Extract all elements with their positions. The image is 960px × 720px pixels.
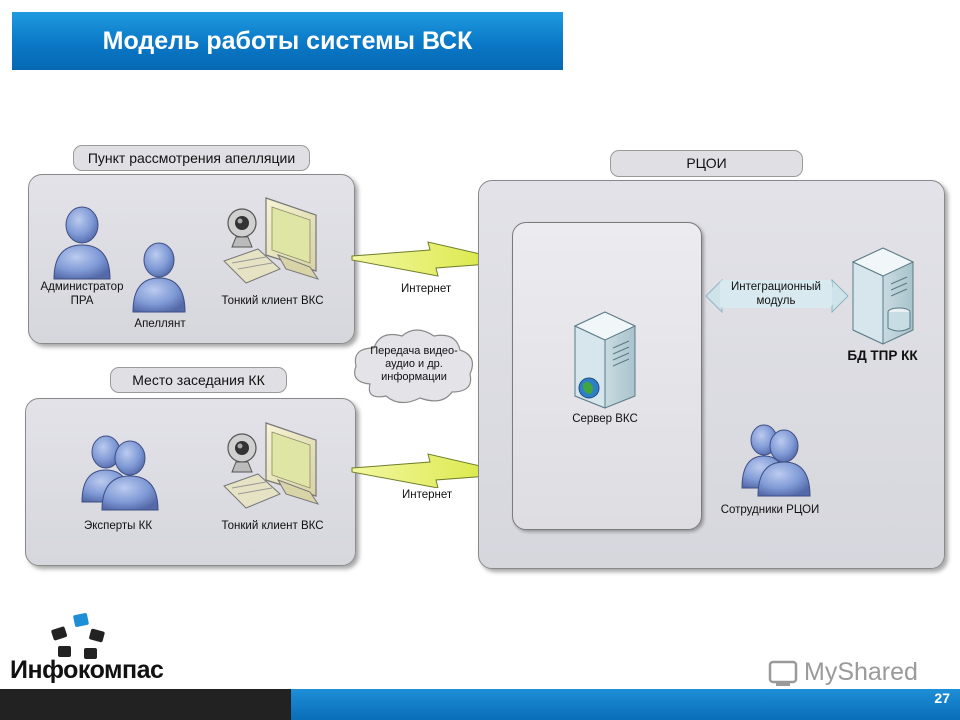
thin-client-computer-icon (223, 197, 320, 284)
title-bar: Модель работы системы ВСК (12, 12, 563, 70)
infokompas-logo-icon (51, 613, 105, 659)
internet-link-bottom-icon (351, 453, 516, 489)
watermark-icon (768, 660, 798, 686)
experts-label: Эксперты КК (83, 520, 153, 532)
thin-client-computer-icon (223, 422, 320, 509)
integration-label: Интеграционный модуль (720, 280, 832, 308)
database-server-icon (851, 247, 915, 345)
thin-client-label-bottom: Тонкий клиент ВКС (221, 520, 324, 532)
appeal-point-header: Пункт рассмотрения апелляции (73, 145, 310, 171)
thin-client-label-top: Тонкий клиент ВКС (221, 295, 324, 307)
appellant-label: Апеллянт (134, 318, 186, 330)
footer-blue-bar (291, 689, 960, 720)
internet-label-top: Интернет (399, 282, 454, 296)
watermark-text: MyShared (804, 658, 918, 686)
cloud-text: Передача видео-аудио и др. информации (370, 345, 458, 383)
rcoi-header: РЦОИ (610, 150, 803, 177)
admin-person-icon (53, 206, 111, 280)
cloud-icon (354, 329, 473, 404)
internet-label-bottom: Интернет (400, 488, 455, 502)
page-number: 27 (934, 690, 950, 706)
footer-dark-bar (0, 689, 291, 720)
slide-title: Модель работы системы ВСК (102, 27, 473, 55)
commission-place-header: Место заседания КК (110, 367, 287, 393)
staff-group-icon (741, 424, 811, 497)
logo-text: Инфокомпас (10, 656, 164, 684)
db-label: БД ТПР КК (847, 348, 918, 363)
appellant-person-icon (132, 242, 186, 313)
server-label: Сервер ВКС (572, 413, 638, 425)
internet-link-top-icon (351, 241, 516, 277)
admin-label: Администратор ПРА (40, 281, 124, 307)
server-icon (573, 311, 637, 409)
staff-label: Сотрудники РЦОИ (720, 504, 820, 516)
experts-group-icon (81, 435, 159, 511)
